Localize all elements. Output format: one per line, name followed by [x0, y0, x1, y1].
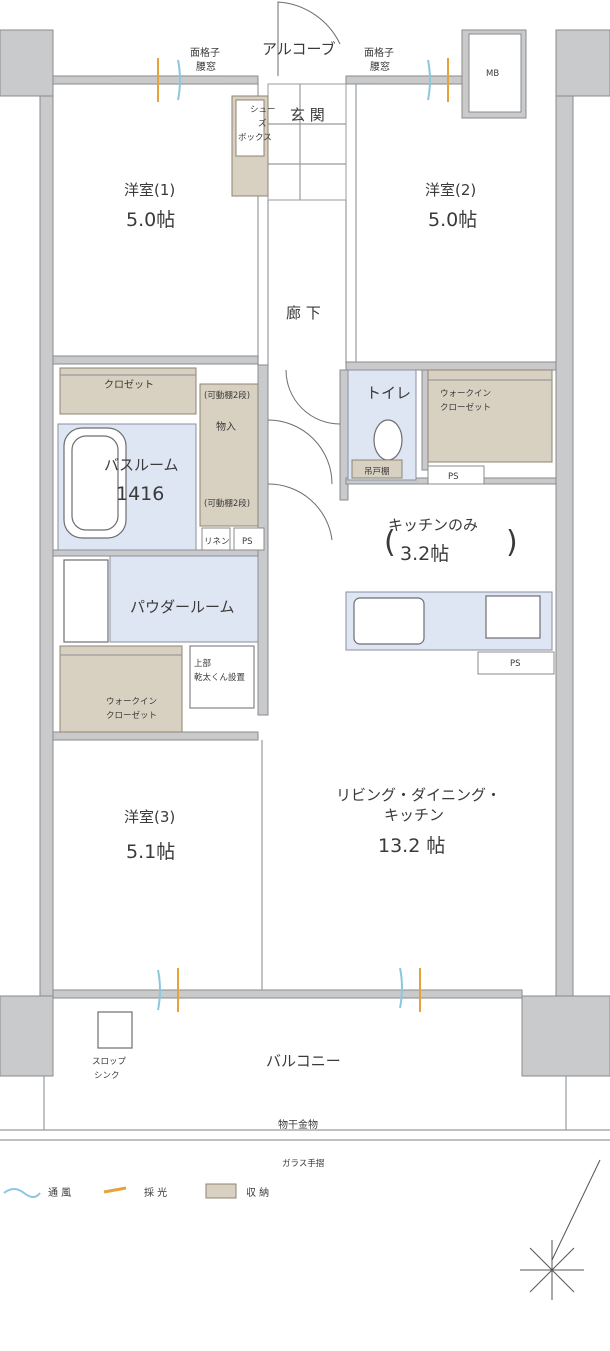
legend [3, 1183, 237, 1199]
room-name-ldk-line2: キッチン [384, 806, 444, 824]
stove [485, 595, 541, 639]
lattice-window-right-line2: 腰窓 [370, 60, 390, 73]
room-name-western1: 洋室(1) [124, 181, 175, 199]
room-name-kitchen-only: キッチンのみ [388, 516, 478, 534]
shoe-box-label-1: シュー [250, 105, 276, 115]
legend-storage-label: 収 納 [246, 1186, 269, 1199]
lattice-window-left-line1: 面格子 [190, 46, 220, 59]
laundry-hardware-label: 物干金物 [278, 1118, 318, 1131]
right-paren: ) [506, 525, 518, 560]
ventilation-marks [157, 58, 449, 1012]
room-name-western3: 洋室(3) [124, 808, 175, 826]
ventilation-legend-icon [3, 1188, 41, 1198]
room-size-western2: 5.0帖 [428, 209, 477, 231]
dryer-space [189, 645, 255, 709]
room-name-alcove: アルコーブ [262, 40, 336, 58]
slop-sink-label-1: スロップ [92, 1057, 127, 1067]
walkin-top-label-2: クローゼット [440, 402, 491, 413]
room-size-ldk: 13.2 帖 [378, 835, 445, 857]
shoe-box-label-2: ズ [258, 118, 267, 129]
room-name-toilet: トイレ [366, 384, 411, 402]
left-paren: ( [384, 525, 396, 560]
lattice-window-left-line2: 腰窓 [196, 60, 216, 73]
walkin-top-label-1: ウォークイン [440, 389, 491, 399]
dryer-label-2: 乾太くん設置 [194, 672, 246, 683]
storage-closet [199, 383, 259, 527]
room-name-powder: パウダールーム [130, 598, 235, 616]
legend-daylight-label: 採 光 [144, 1186, 167, 1199]
room-size-western1: 5.0帖 [126, 209, 175, 231]
ps-label-3: PS [510, 659, 521, 669]
walkin-closet-top [427, 369, 553, 463]
toilet-bowl [373, 419, 403, 461]
slop-sink-label-2: シンク [94, 1071, 120, 1081]
room-size-western3: 5.1帖 [126, 841, 175, 863]
entrance-door [277, 1, 341, 76]
storage-legend-swatch [205, 1183, 237, 1199]
kitchen-sink [353, 597, 425, 645]
interior-doors [267, 369, 341, 541]
slop-sink [97, 1011, 133, 1049]
linen-label: リネン [204, 537, 230, 547]
entrance-grid [268, 84, 346, 200]
top-windows [110, 75, 452, 85]
walkin-bottom-label-2: クローゼット [106, 710, 157, 721]
bath-size: 1416 [116, 483, 164, 505]
powder-room-area [109, 555, 259, 643]
room-name-western2: 洋室(2) [425, 181, 476, 199]
room-name-entrance: 玄 関 [290, 106, 325, 124]
ps-label-1: PS [242, 537, 253, 547]
glass-railing-label: ガラス手摺 [282, 1158, 324, 1169]
balcony-railing [0, 1076, 610, 1141]
ps-box-2 [427, 465, 485, 485]
mb-box [468, 33, 522, 113]
room-name-bathroom: バスルーム [104, 456, 179, 474]
vanity [63, 559, 109, 643]
closet-label: クロゼット [104, 379, 154, 391]
room-name-balcony: バルコニー [266, 1052, 341, 1070]
ps-box-1 [233, 527, 265, 551]
hanging-cabinet [351, 459, 403, 479]
entrance-area [267, 83, 347, 201]
lattice-window-right-line1: 面格子 [364, 46, 394, 59]
dryer-label-1: 上部 [194, 658, 212, 669]
walkin-bottom-label-1: ウォークイン [106, 697, 157, 707]
room-size-kitchen-only: 3.2帖 [400, 543, 449, 565]
movable-shelf-top-label: (可動棚2段) [204, 390, 250, 401]
ps-box-3 [477, 651, 555, 675]
movable-shelf-bottom-label: (可動棚2段) [204, 498, 250, 509]
mb-label: MB [486, 69, 499, 79]
storage-label: 物入 [216, 420, 236, 433]
shoe-box-label-3: ボックス [238, 133, 272, 143]
north-compass-icon [520, 1159, 601, 1300]
room-name-ldk-line1: リビング・ダイニング・ [336, 786, 501, 804]
ps-label-2: PS [448, 472, 459, 482]
room-name-corridor: 廊 下 [286, 304, 321, 322]
legend-ventilation-label: 通 風 [48, 1187, 71, 1199]
daylight-legend-icon [103, 1186, 127, 1194]
hanging-cabinet-label: 吊戸棚 [364, 466, 390, 477]
closet-storage [59, 367, 197, 415]
linen-box [201, 527, 231, 551]
walkin-closet-bottom [59, 645, 183, 733]
